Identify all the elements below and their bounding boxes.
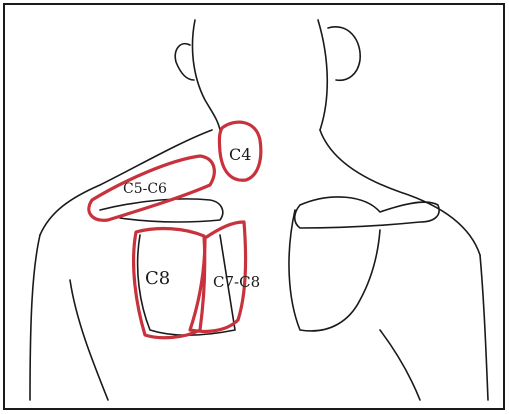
ear-right (328, 27, 360, 80)
label-c7-c8: C7-C8 (213, 273, 260, 291)
label-c8: C8 (145, 268, 170, 289)
arm-right (480, 255, 488, 400)
ear-left (175, 44, 194, 80)
head-outline (192, 20, 220, 130)
arm-left (30, 235, 40, 400)
right-clavicle (295, 197, 439, 228)
figure-frame (4, 4, 504, 409)
head-outline-right (318, 20, 327, 130)
trunk-left-line (70, 280, 108, 400)
label-c4: C4 (229, 145, 251, 164)
neck-right-line (320, 130, 480, 255)
trunk-right-line (380, 330, 420, 400)
label-c5-c6: C5-C6 (123, 181, 167, 197)
